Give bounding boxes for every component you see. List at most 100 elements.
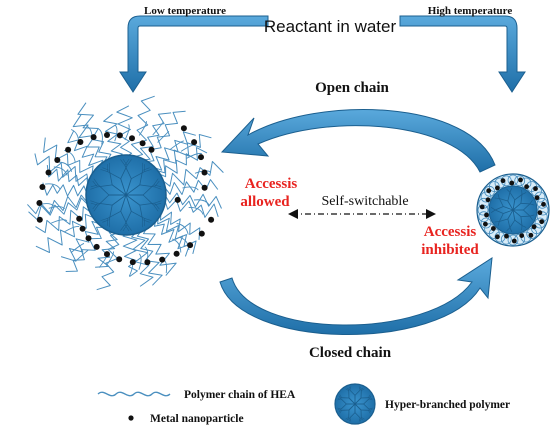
closed-chain-arrow [219, 257, 493, 336]
polymer-chain-branch [114, 124, 118, 142]
metal-nanoparticle [479, 204, 485, 210]
polymer-chain [60, 220, 107, 262]
accessis-allowed-line1: Accessis [245, 176, 298, 192]
metal-nanoparticle [500, 178, 506, 184]
metal-nanoparticle [79, 225, 86, 232]
polymer-chain [42, 182, 89, 197]
metal-nanoparticle [495, 234, 500, 240]
low-temperature-label: Low temperature [144, 5, 226, 17]
polymer-chain-branch [70, 243, 85, 254]
collapsed-chain-loop [536, 197, 548, 209]
metal-nanoparticle [483, 221, 488, 227]
polymer-chain [163, 197, 219, 218]
metal-nanoparticle [174, 196, 181, 203]
metal-nanoparticle [187, 242, 194, 249]
polymer-chain-branch [188, 207, 204, 215]
polymer-chain-branch [106, 251, 115, 266]
polymer-chain-branch [182, 186, 199, 191]
polymer-chain [163, 192, 222, 209]
metal-nanoparticle [129, 259, 136, 266]
polymer-chain [67, 130, 104, 174]
collapsed-chain-loop [514, 175, 526, 187]
polymer-chain-branch [179, 236, 190, 251]
open-chain-label: Open chain [315, 80, 389, 96]
metal-nanoparticle [537, 210, 543, 216]
polymer-chain-branch [138, 121, 147, 136]
metal-nanoparticle [36, 200, 43, 206]
polymer-chain-branch [98, 128, 103, 145]
polymer-chain [159, 161, 224, 187]
metal-nanoparticle [45, 169, 52, 176]
polymer-chain [43, 137, 94, 181]
metal-nanoparticle [116, 256, 123, 263]
polymer-chain [65, 226, 111, 272]
polymer-chain [152, 134, 212, 174]
collapsed-chain-loop [494, 177, 506, 189]
collapsed-chain-loop [478, 211, 490, 223]
self-switchable-arrow [288, 209, 436, 219]
metal-nanoparticle [39, 184, 46, 190]
metal-nanoparticle [180, 125, 187, 132]
collapsed-chain-loop [507, 234, 519, 246]
metal-nanoparticle [534, 195, 540, 201]
polymer-chain [153, 215, 190, 257]
metal-nanoparticle [491, 226, 496, 231]
metal-nanoparticle [198, 154, 204, 161]
metal-nanoparticle [504, 233, 509, 239]
polymer-chain [147, 131, 196, 171]
polymer-chain-branch [157, 130, 170, 143]
polymer-chain [136, 226, 163, 286]
polymer-chain [77, 102, 112, 166]
metal-nanoparticle [77, 139, 84, 145]
polymer-chain-branch [172, 238, 182, 253]
metal-nanoparticle [541, 201, 546, 207]
collapsed-polymer-particle [476, 173, 550, 247]
metal-nanoparticle [191, 139, 198, 146]
accessis-inhibited-line1: Accessis [424, 224, 477, 240]
legend-hyperbranched-label: Hyper-branched polymer [385, 399, 510, 411]
polymer-chain [126, 95, 155, 160]
polymer-chain [46, 165, 90, 189]
top-right-arrow [399, 15, 526, 93]
accessis-allowed-line2: allowed [240, 194, 290, 210]
metal-nanoparticle [90, 134, 97, 141]
left-metal-nanoparticles [36, 125, 215, 266]
polymer-chain-branch [58, 161, 73, 172]
collapsed-chain-loop [480, 217, 492, 229]
hyperbranched-core-pattern-left [90, 158, 162, 232]
polymer-chain-branch [51, 219, 68, 224]
metal-nanoparticle [484, 212, 489, 218]
top-left-arrow [119, 15, 269, 93]
polymer-chain-branch [124, 124, 130, 141]
metal-nanoparticle [159, 256, 166, 263]
metal-nanoparticle [539, 219, 545, 225]
metal-nanoparticle [93, 243, 100, 250]
polymer-chain [122, 229, 138, 278]
polymer-chain-branch [138, 253, 142, 270]
collapsed-chain-loop [534, 217, 546, 229]
metal-nanoparticle [485, 197, 491, 203]
legend: Polymer chain of HEA Metal nanoparticle … [97, 383, 510, 425]
polymer-chain [137, 112, 172, 161]
open-chain-arrow [220, 109, 496, 173]
right-metal-nanoparticles [479, 177, 546, 244]
metal-nanoparticle [533, 186, 538, 192]
metal-nanoparticle [76, 215, 83, 222]
metal-nanoparticle [139, 140, 146, 147]
polymer-chain-branch [53, 166, 68, 176]
open-polymer-chains [27, 95, 224, 291]
self-switchable-label: Self-switchable [321, 194, 408, 209]
polymer-chain-branch [152, 122, 164, 136]
polymer-chain [72, 114, 108, 169]
metal-nanoparticle [495, 185, 500, 191]
metal-nanoparticle [104, 132, 110, 138]
polymer-chain-branch [193, 199, 210, 206]
metal-nanoparticle [201, 169, 208, 176]
polymer-chain [103, 113, 123, 162]
metal-nanoparticle [65, 146, 72, 153]
high-temperature-label: High temperature [428, 5, 513, 17]
metal-nanoparticle [511, 238, 517, 244]
hyperbranched-core-pattern-right [491, 188, 535, 232]
closed-chain-label: Closed chain [309, 345, 392, 361]
